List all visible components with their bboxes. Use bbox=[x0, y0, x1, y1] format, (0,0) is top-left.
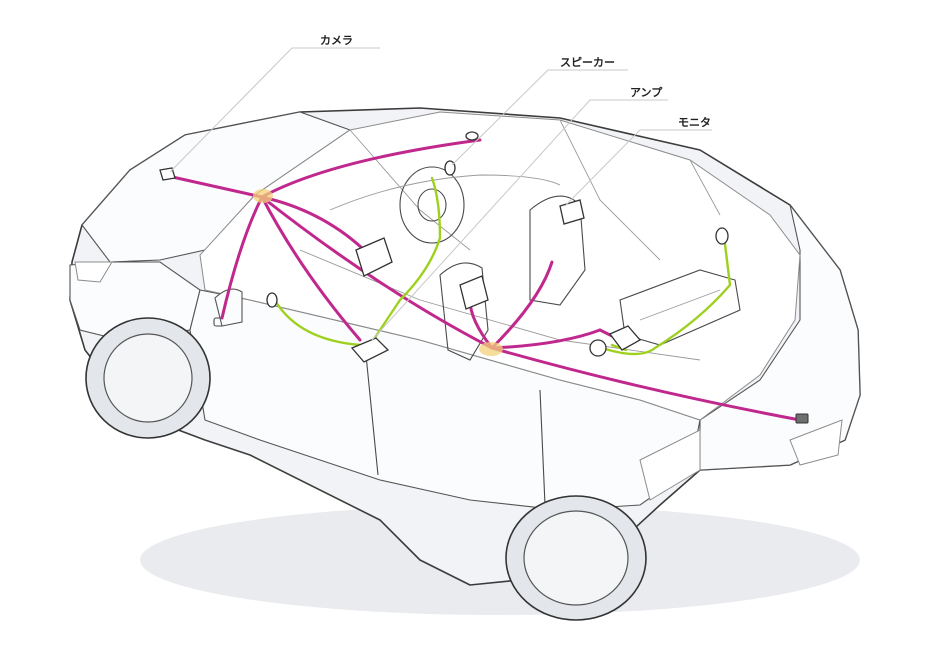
wire-junctions bbox=[253, 189, 503, 356]
sub-wire-harness bbox=[274, 176, 732, 356]
rear-camera-device bbox=[795, 413, 809, 424]
front-junction bbox=[253, 189, 273, 203]
roof-device bbox=[465, 131, 479, 141]
amp-device bbox=[350, 337, 390, 363]
interior bbox=[213, 166, 741, 361]
label-monitor: モニタ bbox=[678, 116, 711, 129]
rear-amp-box bbox=[608, 325, 642, 351]
front-wheel bbox=[85, 317, 211, 439]
center-junction bbox=[479, 342, 503, 356]
speaker-rear-right bbox=[715, 227, 729, 245]
label-amp: アンプ bbox=[630, 85, 663, 99]
main-wire-harness bbox=[166, 138, 802, 422]
label-speaker: スピーカー bbox=[560, 56, 615, 69]
label-camera: カメラ bbox=[320, 34, 353, 47]
speaker-rear-left bbox=[589, 339, 607, 357]
speaker-front-door bbox=[266, 292, 278, 308]
headrest-monitor-right bbox=[559, 199, 585, 225]
front-monitor bbox=[355, 237, 393, 277]
devices bbox=[159, 131, 809, 424]
leader-lines bbox=[169, 47, 712, 341]
headrest-monitor-left bbox=[459, 275, 489, 310]
steering-wheel bbox=[399, 166, 465, 244]
rear-wheel bbox=[505, 495, 647, 621]
